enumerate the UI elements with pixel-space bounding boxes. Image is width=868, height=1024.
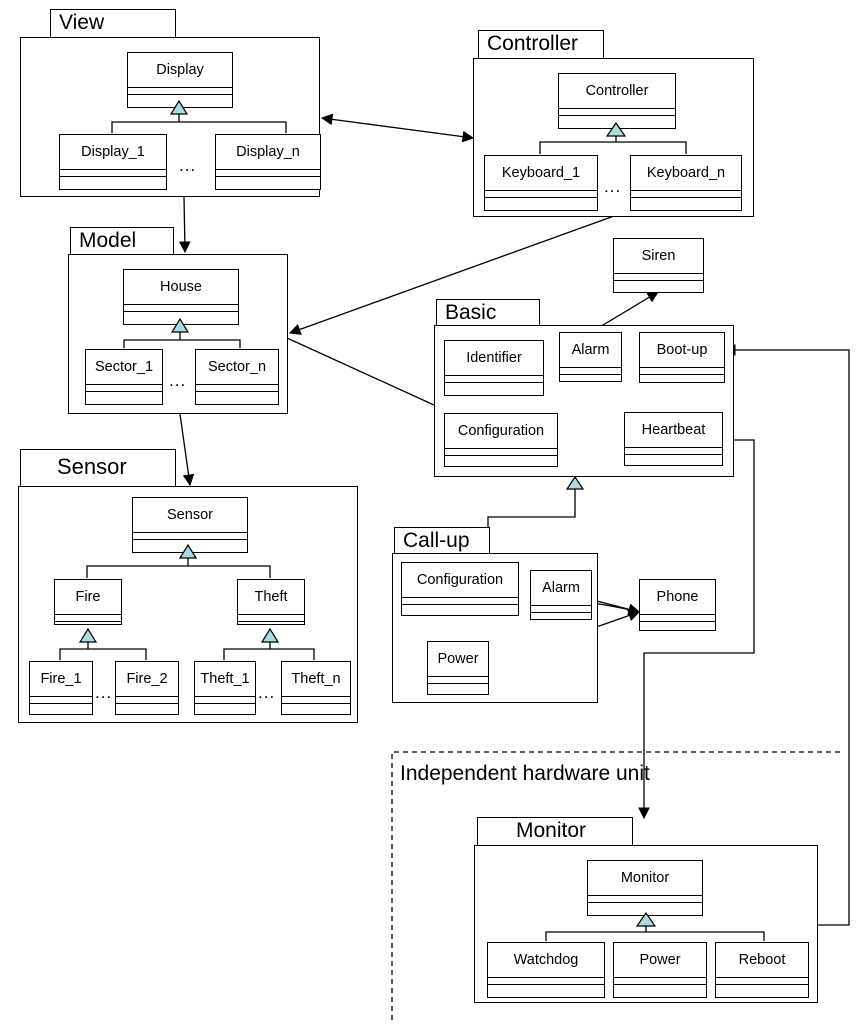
- theft-n-class: Theft_n: [281, 661, 351, 715]
- basic-package: Identifier Alarm Boot-up Configuration H…: [434, 325, 734, 477]
- model-package: House Sector_1 ... Sector_n: [68, 254, 288, 414]
- callup-power-class: Power: [427, 641, 489, 695]
- ellipsis: ...: [604, 177, 622, 196]
- bootup-class: Boot-up: [639, 332, 725, 383]
- fire-2-class: Fire_2: [115, 661, 179, 715]
- sector-n-class: Sector_n: [195, 349, 279, 405]
- monitor-bootup-link: [723, 344, 850, 926]
- basic-package-tab: Basic: [436, 299, 540, 326]
- siren-class: Siren: [613, 238, 704, 293]
- independent-unit-border: [391, 751, 844, 1020]
- view-controller-link: [320, 113, 475, 143]
- ellipsis: ...: [169, 371, 187, 390]
- independent-hardware-unit-label: Independent hardware unit: [400, 762, 650, 785]
- identifier-class: Identifier: [444, 340, 544, 396]
- controller-package-tab: Controller: [478, 30, 604, 59]
- fire-1-class: Fire_1: [29, 661, 93, 715]
- heartbeat-class: Heartbeat: [624, 412, 723, 466]
- display-n-class: Display_n: [215, 134, 321, 190]
- watchdog-class: Watchdog: [487, 942, 605, 998]
- sensor-class: Sensor: [132, 497, 248, 553]
- monitor-power-class: Power: [613, 942, 707, 998]
- alarm-class: Alarm: [559, 332, 622, 382]
- monitor-package: Monitor Watchdog Power Reboot: [474, 845, 818, 1003]
- controller-package: Controller Keyboard_1 ... Keyboard_n: [473, 58, 754, 217]
- monitor-class: Monitor: [587, 860, 703, 916]
- ellipsis: ...: [258, 683, 276, 702]
- view-package-tab: View: [50, 9, 176, 38]
- configuration-class: Configuration: [444, 413, 558, 467]
- reboot-class: Reboot: [715, 942, 809, 998]
- theft-class: Theft: [237, 579, 305, 625]
- callup-configuration-class: Configuration: [401, 562, 519, 616]
- callup-alarm-phone-link: [592, 599, 641, 616]
- callup-package: Configuration Alarm Power: [392, 553, 598, 703]
- controller-model-link: [288, 215, 615, 335]
- callup-basic-generalization: [487, 489, 576, 553]
- theft-1-class: Theft_1: [194, 661, 256, 715]
- heartbeat-monitor-link: [638, 439, 755, 820]
- basic-model-link: [286, 337, 435, 406]
- model-package-tab: Model: [70, 227, 174, 256]
- display-class: Display: [127, 52, 233, 108]
- monitor-package-tab: Monitor: [477, 817, 633, 846]
- keyboard-1-class: Keyboard_1: [484, 155, 598, 211]
- view-package: Display Display_1 ... Display_n: [20, 37, 321, 197]
- display-1-class: Display_1: [59, 134, 167, 190]
- callup-package-tab: Call-up: [394, 527, 490, 554]
- house-class: House: [123, 269, 239, 325]
- fire-class: Fire: [54, 579, 122, 625]
- alarm-siren-link: [592, 291, 660, 332]
- sensor-package-tab: Sensor: [20, 449, 176, 487]
- ellipsis: ...: [95, 683, 113, 702]
- controller-class: Controller: [558, 73, 676, 129]
- sector-1-class: Sector_1: [85, 349, 163, 405]
- keyboard-n-class: Keyboard_n: [630, 155, 742, 211]
- ellipsis: ...: [179, 156, 197, 175]
- phone-class: Phone: [639, 579, 716, 631]
- sensor-package: Sensor Fire Theft Fire_1 ... Fire_2 Thef…: [18, 486, 358, 723]
- view-model-link: [178, 195, 191, 254]
- callup-alarm-class: Alarm: [530, 570, 592, 620]
- model-sensor-link: [179, 413, 195, 487]
